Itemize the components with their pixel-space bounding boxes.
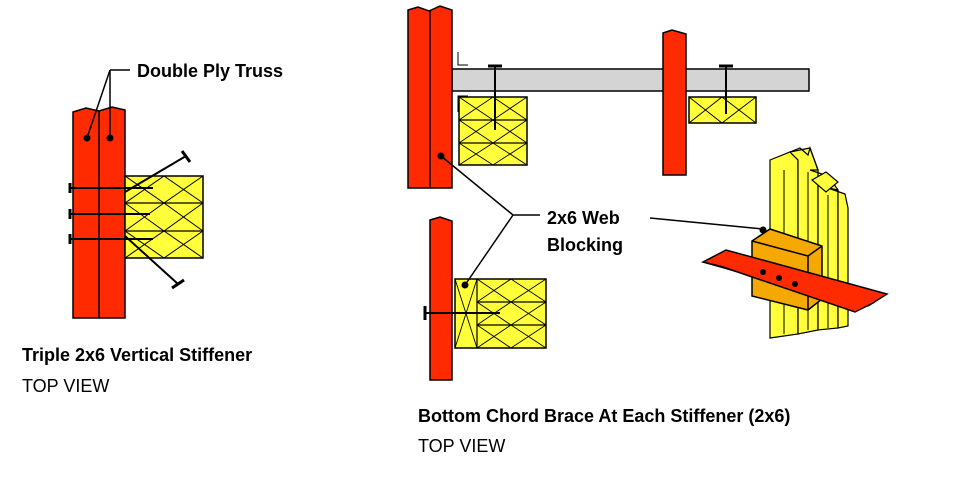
caption-right-title: Bottom Chord Brace At Each Stiffener (2x… [418, 406, 790, 426]
leader-double-ply-truss [83, 69, 130, 142]
stiffener-block-left [124, 175, 204, 259]
blocking-upper-left [458, 64, 528, 166]
truss-upper-mid [662, 29, 687, 176]
caption-right-sub: TOP VIEW [418, 436, 505, 456]
caption-left-title: Triple 2x6 Vertical Stiffener [22, 345, 252, 365]
left-detail: Double Ply Truss Triple 2x6 Vertical Sti… [22, 61, 283, 396]
label-double-ply-truss: Double Ply Truss [137, 61, 283, 81]
blocking-upper-right [688, 64, 757, 124]
bottom-chord-brace [451, 68, 810, 92]
leader-web-blocking [440, 155, 767, 286]
nails-left [68, 150, 192, 290]
label-web-blocking-1: 2x6 Web [547, 208, 620, 228]
blocking-lower [423, 278, 547, 349]
isometric-assembly [700, 146, 889, 339]
caption-left-sub: TOP VIEW [22, 376, 109, 396]
truss-lower [429, 216, 453, 381]
right-detail: 2x6 Web Blocking Bo [407, 5, 889, 456]
label-web-blocking-2: Blocking [547, 235, 623, 255]
